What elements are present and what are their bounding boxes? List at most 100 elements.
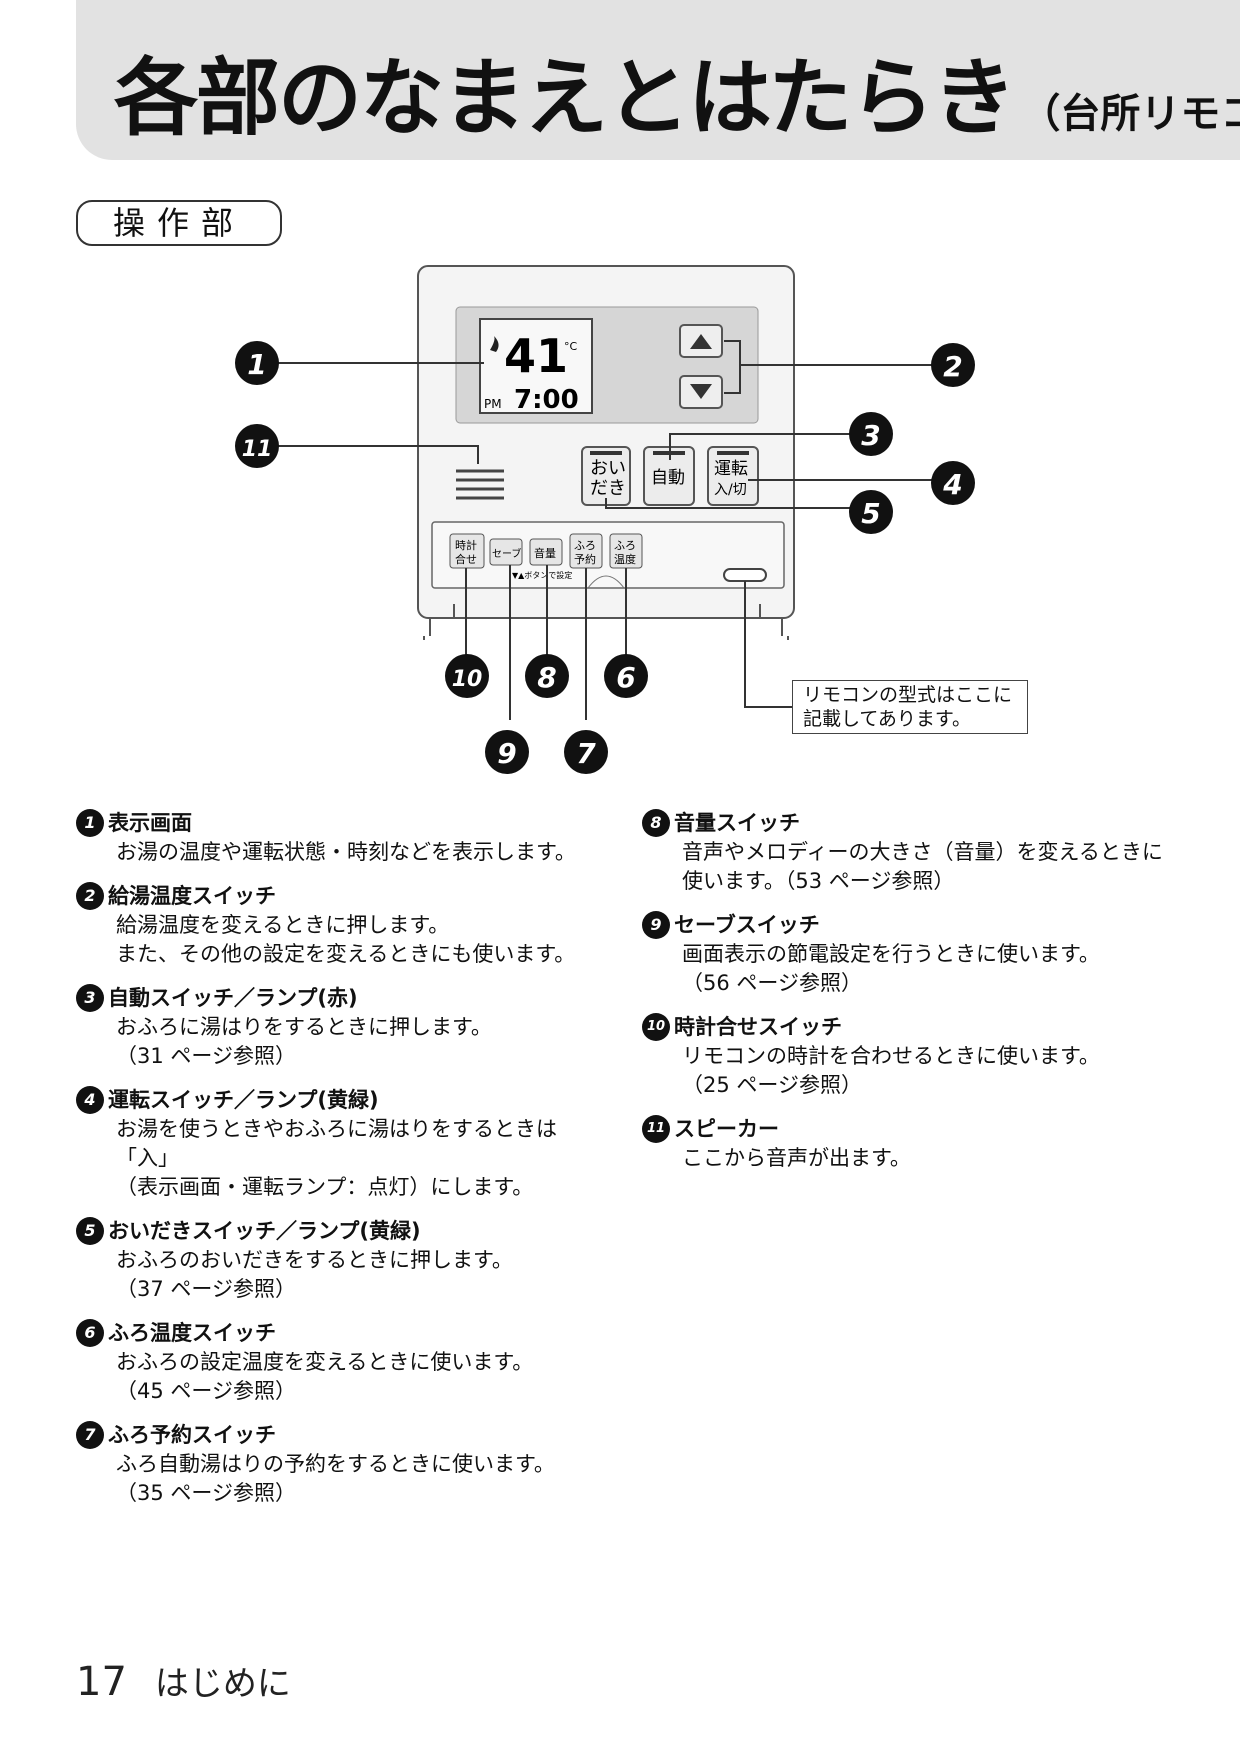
- svg-text:ふろ: ふろ: [574, 539, 596, 552]
- item-body: お湯を使うときやおふろに湯はりをするときは「入」 （表示画面・運転ランプ：点灯）…: [116, 1117, 557, 1199]
- svg-text:時計: 時計: [455, 538, 477, 552]
- svg-text:10: 10: [452, 667, 483, 692]
- model-label-slot: [723, 568, 767, 582]
- svg-text:音量: 音量: [534, 546, 556, 560]
- item-body: ふろ自動湯はりの予約をするときに使います。 （35 ページ参照）: [116, 1452, 555, 1505]
- marker-5: 5: [849, 490, 893, 534]
- item-number-badge: 10: [642, 1013, 670, 1041]
- save-button[interactable]: [489, 538, 523, 566]
- marker-9: 9: [485, 730, 529, 774]
- lower-note: ▼▲ボタンで設定: [512, 570, 572, 580]
- item-title: 運転スイッチ／ランプ(黄緑): [108, 1088, 379, 1112]
- svg-text:4: 4: [942, 468, 962, 501]
- run-button[interactable]: [707, 446, 759, 506]
- svg-text:11: 11: [242, 437, 273, 462]
- item-number-badge: 6: [76, 1319, 104, 1347]
- marker-11: 11: [235, 424, 279, 468]
- item-title: セーブスイッチ: [674, 913, 820, 937]
- item-title: 自動スイッチ／ランプ(赤): [108, 986, 358, 1010]
- remote-diagram: 41 °C PM 7:00 おい だき 自動 運転 入/切 時計 合せ セーブ …: [235, 265, 975, 774]
- marker-6: 6: [604, 654, 648, 698]
- flame-icon: [490, 336, 499, 352]
- svg-text:7: 7: [576, 737, 596, 770]
- marker-4: 4: [931, 461, 975, 505]
- svg-text:入/切: 入/切: [714, 482, 747, 498]
- item-number-badge: 9: [642, 911, 670, 939]
- item-number-badge: 3: [76, 984, 104, 1012]
- display-temp: 41: [504, 329, 568, 383]
- item-number-badge: 1: [76, 809, 104, 837]
- item-title: 給湯温度スイッチ: [108, 884, 276, 908]
- svg-text:ふろ: ふろ: [614, 539, 636, 552]
- run-lamp: [717, 451, 749, 455]
- item-title: ふろ予約スイッチ: [108, 1423, 276, 1447]
- item-title: 表示画面: [108, 811, 192, 835]
- marker-10: 10: [445, 654, 489, 698]
- item-number-badge: 7: [76, 1421, 104, 1449]
- item-body: おふろの設定温度を変えるときに使います。 （45 ページ参照）: [116, 1350, 534, 1403]
- svg-text:予約: 予約: [574, 552, 596, 566]
- remote-base: [423, 604, 789, 640]
- item-title: ふろ温度スイッチ: [108, 1321, 276, 1345]
- display-ampm: PM: [484, 397, 502, 411]
- item-body: 音声やメロディーの大きさ（音量）を変えるときに 使います。（53 ページ参照）: [682, 840, 1163, 893]
- marker-1: 1: [235, 341, 279, 385]
- marker-3: 3: [849, 412, 893, 456]
- up-arrow-icon: [690, 334, 712, 349]
- item-number-badge: 5: [76, 1217, 104, 1245]
- section-label: 操作部: [76, 200, 282, 246]
- item-body: 画面表示の節電設定を行うときに使います。 （56 ページ参照）: [682, 942, 1100, 995]
- svg-text:運転: 運転: [714, 459, 748, 479]
- item-title: 時計合せスイッチ: [674, 1015, 842, 1039]
- footer-section: はじめに: [154, 1664, 291, 1704]
- svg-text:温度: 温度: [614, 552, 636, 566]
- item-body: お湯の温度や運転状態・時刻などを表示します。: [116, 840, 576, 864]
- item-body: リモコンの時計を合わせるときに使います。 （25 ページ参照）: [682, 1044, 1100, 1097]
- item-number-badge: 8: [642, 809, 670, 837]
- svg-text:8: 8: [537, 661, 556, 694]
- header-band: [76, 0, 1240, 160]
- display-screen: [479, 318, 593, 414]
- item-title: スピーカー: [674, 1117, 779, 1141]
- item-number-badge: 2: [76, 882, 104, 910]
- svg-text:6: 6: [616, 661, 635, 694]
- page-title: 各部のなまえとはたらき（台所リモコン: [114, 56, 1240, 140]
- tray-notch: [587, 575, 625, 589]
- svg-text:合せ: 合せ: [455, 552, 477, 566]
- svg-text:おい: おい: [590, 458, 626, 479]
- item-body: 給湯温度を変えるときに押します。 また、その他の設定を変えるときにも使います。: [116, 913, 576, 966]
- display-unit: °C: [564, 340, 578, 353]
- marker-2: 2: [931, 343, 975, 387]
- page-subtitle: （台所リモコン: [1020, 91, 1240, 137]
- item-title: おいだきスイッチ／ランプ(黄緑): [108, 1219, 421, 1243]
- svg-text:9: 9: [497, 737, 516, 770]
- item-number-badge: 11: [642, 1115, 670, 1143]
- svg-text:自動: 自動: [651, 468, 685, 488]
- lower-tray: [431, 521, 785, 589]
- speaker-grille: [456, 469, 504, 500]
- item-body: ここから音声が出ます。: [682, 1146, 911, 1170]
- svg-text:だき: だき: [590, 478, 626, 499]
